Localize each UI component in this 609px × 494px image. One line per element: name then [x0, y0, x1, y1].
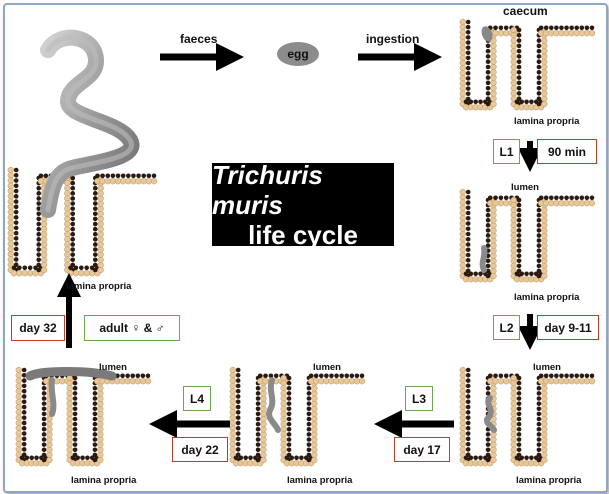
tissue-l3: [229, 366, 366, 467]
lamina-propria-label-l4: lamina propria: [71, 475, 137, 486]
egg-label: egg: [287, 47, 309, 61]
stage-box-l3: L3: [405, 386, 433, 411]
lamina-propria-label-l2: lamina propria: [516, 475, 582, 486]
stage-box-adult: adult ♀ & ♂: [84, 315, 180, 341]
egg-in-caecum: [481, 26, 493, 42]
time-box-day9-11: day 9-11: [537, 315, 599, 340]
lamina-propria-label-adult: lamina propria: [66, 281, 132, 292]
stage-box-l2: L2: [493, 315, 520, 340]
time-box-day22: day 22: [172, 437, 228, 462]
lumen-label-2: lumen: [511, 182, 539, 193]
tissue-adult: [7, 166, 158, 277]
adult-worm-outline: [45, 35, 134, 213]
l4-worm: [25, 367, 117, 381]
stage-box-l4: L4: [183, 386, 211, 411]
egg-shape: egg: [277, 42, 319, 66]
lamina-propria-label-l3: lamina propria: [287, 475, 353, 486]
title-box: Trichuris muris life cycle: [212, 159, 394, 250]
l3-larva: [266, 377, 281, 433]
l2-larva: [483, 395, 497, 433]
tissue-l4: [15, 366, 152, 467]
figure-frame: [3, 3, 608, 493]
lumen-label-l2: lumen: [533, 362, 561, 373]
time-box-day17: day 17: [394, 437, 450, 462]
lamina-propria-label-1: lamina propria: [514, 116, 580, 127]
tissue-caecum: [459, 18, 596, 111]
l1-larva: [479, 245, 488, 273]
lumen-label-l3: lumen: [313, 362, 341, 373]
title-species: Trichuris muris: [212, 159, 323, 220]
faeces-label: faeces: [180, 32, 218, 46]
caecum-label: caecum: [503, 4, 548, 18]
time-box-90min: 90 min: [537, 139, 597, 164]
ingestion-label: ingestion: [366, 32, 420, 46]
title-subtitle: life cycle: [248, 219, 358, 250]
lumen-label-l4: lumen: [99, 362, 127, 373]
time-box-day32: day 32: [11, 315, 65, 341]
tissue-l2: [459, 366, 596, 467]
lamina-propria-label-2: lamina propria: [514, 292, 580, 303]
stage-box-l1: L1: [493, 139, 520, 164]
l4-worm-tail: [48, 377, 57, 417]
tissue-l1: [459, 188, 596, 283]
